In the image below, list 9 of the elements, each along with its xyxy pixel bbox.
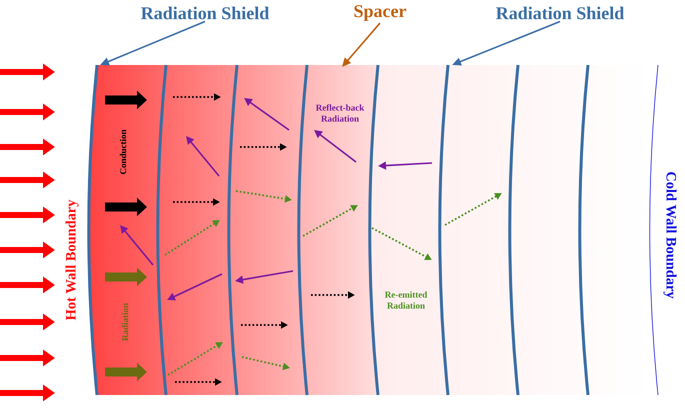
heading-label: Radiation Shield (141, 6, 270, 20)
text-label: Reflect-back Radiation (316, 104, 364, 122)
text-label: Hot Wall Boundary (65, 200, 79, 320)
text-label: Re-emitted Radiation (384, 291, 428, 309)
text-label: Cold Wall Boundary (663, 172, 677, 298)
heading-label: Radiation Shield (496, 6, 624, 20)
heading-label: Spacer (354, 5, 406, 21)
text-label: Radiation (122, 303, 128, 341)
text-label: Conduction (120, 130, 126, 174)
